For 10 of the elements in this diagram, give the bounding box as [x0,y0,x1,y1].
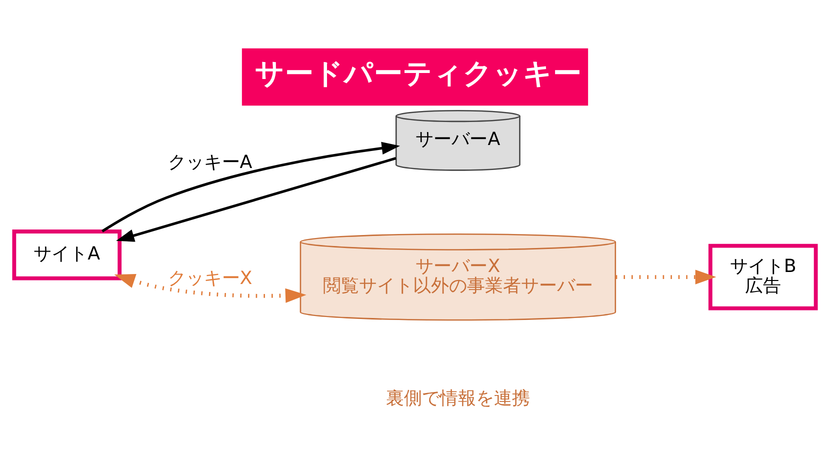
arrow [116,157,396,242]
edge-label: クッキーA [168,152,252,173]
arrow [114,274,306,303]
label: 裏側で情報を連携 [386,388,530,410]
arrow [616,270,716,284]
node-box: サイトA [12,230,122,280]
diagram-title: サードパーティクッキー [254,56,582,90]
arrow [102,142,400,232]
edge-label: クッキーX [168,268,252,289]
node-box: サイトB 広告 [708,244,818,310]
